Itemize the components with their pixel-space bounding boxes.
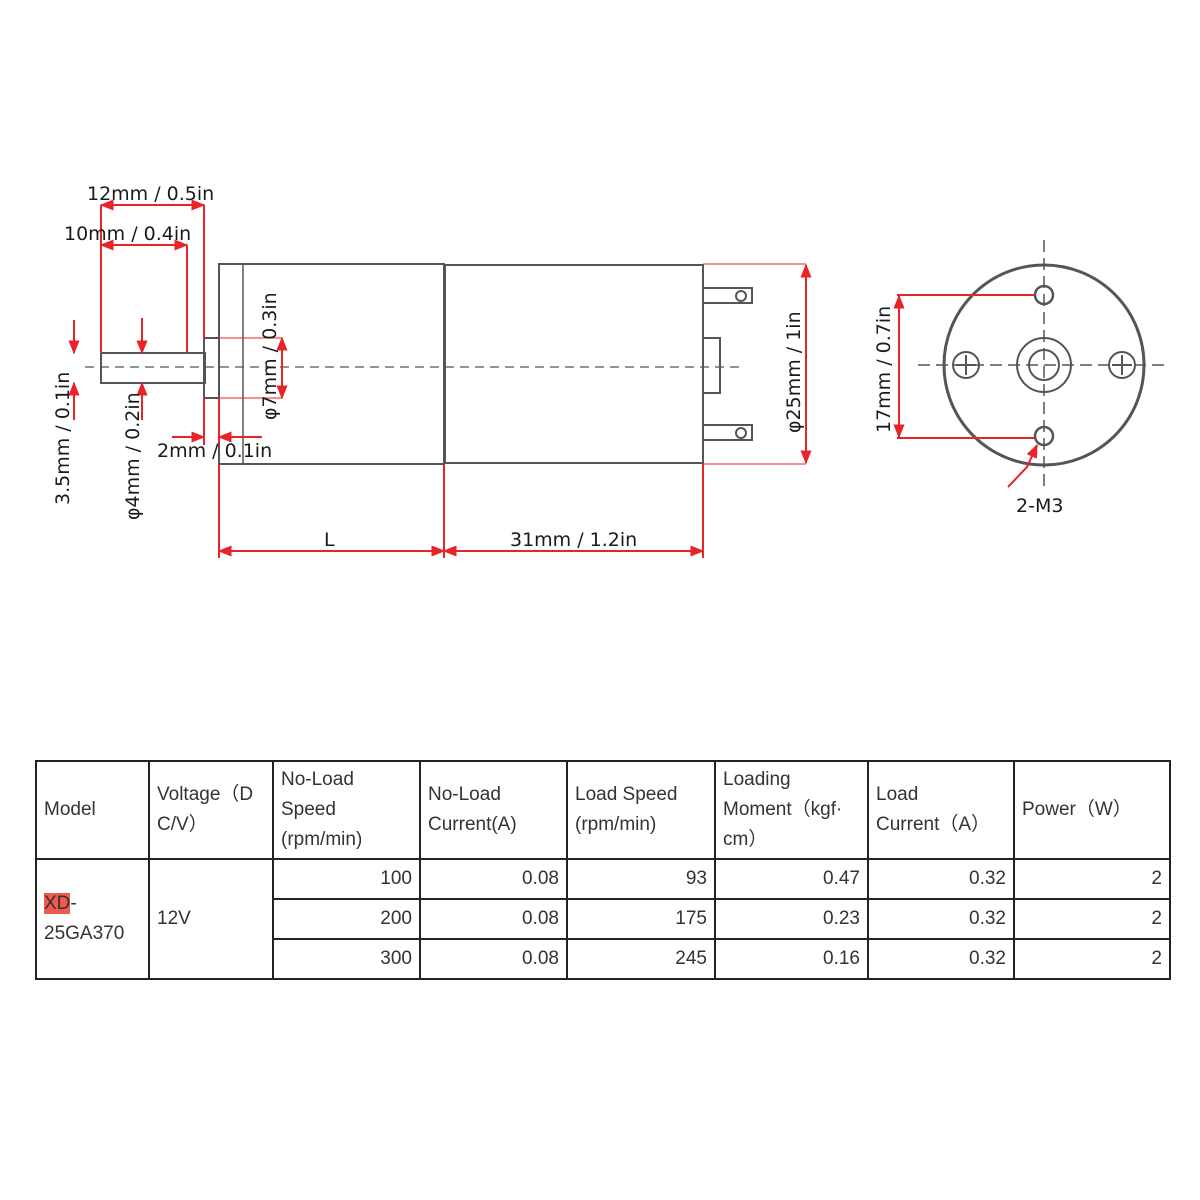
header-line: (rpm/min) bbox=[281, 829, 363, 850]
side-labels: 12mm / 0.5in 10mm / 0.4in 3.5mm / 0.1in … bbox=[52, 183, 805, 551]
table-cell: 0.08 bbox=[419, 898, 568, 940]
header-line: Speed bbox=[281, 799, 336, 820]
header-voltage: Voltage（D C/V） bbox=[148, 760, 274, 860]
header-load-speed: Load Speed (rpm/min) bbox=[566, 760, 716, 860]
thread-leader bbox=[1007, 443, 1038, 488]
mount-hole-bottom bbox=[1033, 425, 1055, 447]
terminal-bottom bbox=[703, 424, 753, 441]
label-mount-thread: 2-M3 bbox=[1016, 495, 1063, 517]
shaft bbox=[100, 352, 206, 384]
side-dimensions bbox=[68, 199, 812, 558]
label-flat-height: 3.5mm / 0.1in bbox=[52, 372, 74, 505]
table-cell: 93 bbox=[566, 858, 716, 900]
header-line: cm） bbox=[723, 829, 768, 850]
label-shaft-diameter: φ4mm / 0.2in bbox=[122, 392, 144, 520]
side-view bbox=[85, 263, 753, 465]
end-dimensions bbox=[893, 294, 1038, 488]
table-cell: 2 bbox=[1013, 858, 1171, 900]
end-labels: 17mm / 0.7in 2-M3 bbox=[873, 306, 1063, 517]
model-prefix: XD bbox=[44, 893, 71, 914]
header-line: C/V） bbox=[157, 814, 208, 835]
header-line: Loading bbox=[723, 769, 791, 790]
table-cell: 200 bbox=[272, 898, 421, 940]
table-cell: 245 bbox=[566, 938, 716, 980]
model-line2: 25GA370 bbox=[44, 923, 125, 944]
terminal-top bbox=[703, 287, 753, 304]
label-gearbox-length: L bbox=[324, 529, 335, 551]
table-cell: 0.32 bbox=[867, 938, 1015, 980]
model-cell: XD- 25GA370 bbox=[35, 858, 150, 980]
screw-right bbox=[1108, 351, 1136, 379]
motor-dimension-drawing: 12mm / 0.5in 10mm / 0.4in 3.5mm / 0.1in … bbox=[52, 183, 1170, 558]
table-row: 300 0.08 245 0.16 0.32 2 bbox=[36, 938, 1171, 980]
boss bbox=[203, 337, 220, 399]
table-cell: 100 bbox=[272, 858, 421, 900]
table-cell: 0.08 bbox=[419, 938, 568, 980]
table-cell: 0.47 bbox=[714, 858, 869, 900]
header-line: Load bbox=[876, 784, 919, 805]
header-line: Current（A） bbox=[876, 814, 991, 835]
header-line: Model bbox=[44, 799, 96, 820]
label-boss-diameter: φ7mm / 0.3in bbox=[259, 292, 281, 420]
table-cell: 0.16 bbox=[714, 938, 869, 980]
table-cell: 2 bbox=[1013, 938, 1171, 980]
voltage-cell: 12V bbox=[148, 858, 274, 980]
label-hole-spacing: 17mm / 0.7in bbox=[873, 306, 895, 433]
table-cell: 0.08 bbox=[419, 858, 568, 900]
header-line: No-Load bbox=[281, 769, 354, 790]
header-line: No-Load bbox=[428, 784, 501, 805]
header-line: Load Speed bbox=[575, 784, 678, 805]
table-cell: 175 bbox=[566, 898, 716, 940]
model-suffix: - bbox=[70, 893, 77, 914]
table-cell: 2 bbox=[1013, 898, 1171, 940]
end-view bbox=[918, 240, 1170, 490]
label-boss-length: 2mm / 0.1in bbox=[157, 440, 272, 462]
table-cell: 300 bbox=[272, 938, 421, 980]
motor-body bbox=[444, 264, 704, 464]
gearbox-body bbox=[218, 263, 445, 465]
brush-cap bbox=[702, 337, 721, 394]
header-line: Moment（kgf· bbox=[723, 799, 843, 820]
header-line: Power（W） bbox=[1022, 799, 1132, 820]
table-row: XD- 25GA370 12V 100 0.08 93 0.47 0.32 2 bbox=[35, 858, 1171, 980]
header-power: Power（W） bbox=[1013, 760, 1171, 860]
label-body-diameter: φ25mm / 1in bbox=[783, 311, 805, 433]
label-shaft-flat-length: 10mm / 0.4in bbox=[64, 223, 191, 245]
table-cell: 0.23 bbox=[714, 898, 869, 940]
header-line: Voltage（D bbox=[157, 784, 254, 805]
header-line: Current(A) bbox=[428, 814, 517, 835]
table-cell: 0.32 bbox=[867, 858, 1015, 900]
label-motor-length: 31mm / 1.2in bbox=[510, 529, 637, 551]
table-cell: 0.32 bbox=[867, 898, 1015, 940]
header-line: (rpm/min) bbox=[575, 814, 657, 835]
screw-left bbox=[952, 351, 980, 379]
table-row: 200 0.08 175 0.23 0.32 2 bbox=[36, 898, 1171, 940]
header-model: Model bbox=[35, 760, 150, 860]
label-shaft-total-length: 12mm / 0.5in bbox=[87, 183, 214, 205]
